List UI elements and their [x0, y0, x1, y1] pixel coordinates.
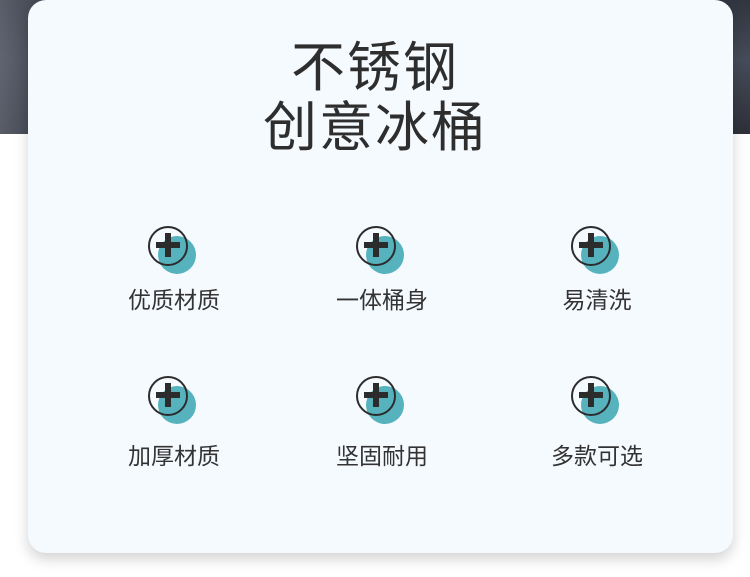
feature-item: 坚固耐用 — [292, 376, 472, 476]
feature-label: 一体桶身 — [336, 288, 428, 314]
feature-card — [28, 0, 733, 553]
plus-circle-icon — [356, 376, 406, 426]
feature-item: 加厚材质 — [84, 376, 264, 476]
plus-circle-icon — [148, 226, 198, 276]
feature-label: 优质材质 — [128, 288, 220, 314]
feature-label: 坚固耐用 — [336, 444, 428, 470]
feature-item: 多款可选 — [507, 376, 687, 476]
feature-item: 优质材质 — [84, 226, 264, 326]
feature-label: 多款可选 — [551, 444, 643, 470]
plus-circle-icon — [571, 376, 621, 426]
feature-item: 一体桶身 — [292, 226, 472, 326]
plus-circle-icon — [356, 226, 406, 276]
product-title: 不锈钢 创意冰桶 — [0, 38, 750, 158]
feature-label: 易清洗 — [562, 288, 632, 314]
product-title-line-1: 不锈钢 — [291, 36, 459, 99]
feature-label: 加厚材质 — [128, 444, 220, 470]
plus-circle-icon — [148, 376, 198, 426]
plus-circle-icon — [571, 226, 621, 276]
feature-item: 易清洗 — [507, 226, 687, 326]
product-title-line-2: 创意冰桶 — [263, 96, 487, 159]
